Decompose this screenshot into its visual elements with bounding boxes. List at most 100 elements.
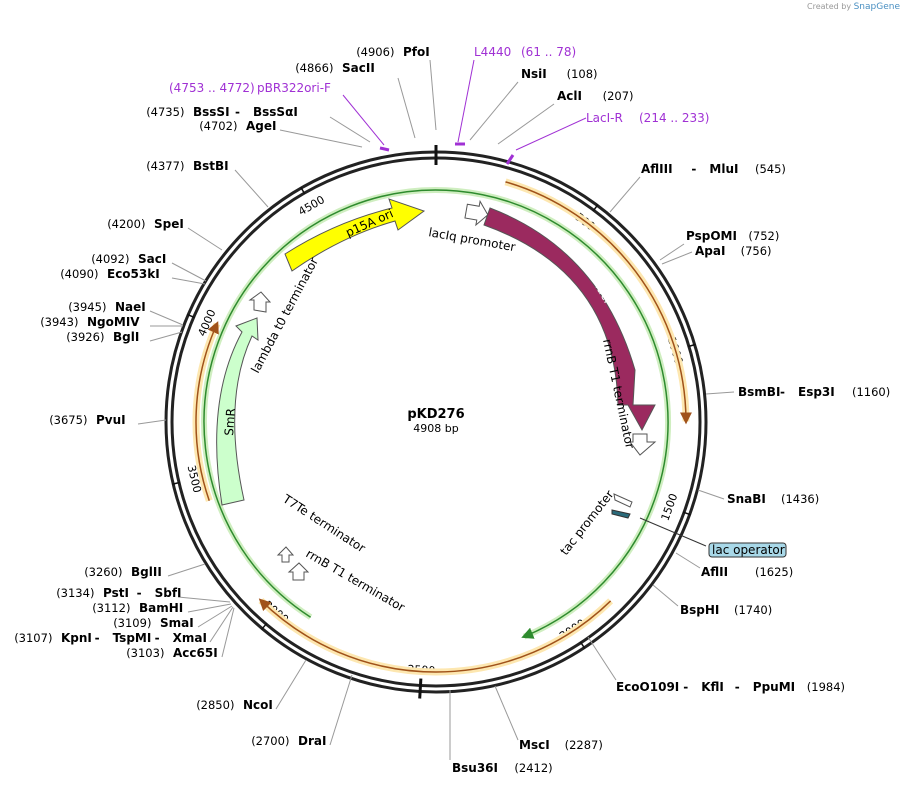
primer-sites: L4440(61 .. 78)LacI-R(214 .. 233) pBR322o… <box>169 45 709 165</box>
site-position: (1436) <box>781 492 819 506</box>
primer-leader <box>342 94 385 146</box>
enzyme-name: PstI <box>103 586 129 600</box>
site-separator: - <box>683 680 688 694</box>
smr-label: SmR <box>222 408 238 437</box>
primer-mark <box>379 146 390 152</box>
scale-tick-label: 1500 <box>659 492 681 523</box>
t7te-terminator-feature[interactable]: T7Te terminator <box>276 491 368 563</box>
restriction-site[interactable]: (3260)BglII <box>84 565 162 579</box>
primer-site[interactable]: pBR322ori-F(4753 .. 4772) <box>169 81 390 152</box>
restriction-site[interactable]: (3945)NaeI <box>68 300 146 314</box>
primer-site[interactable]: L4440(61 .. 78) <box>455 45 576 146</box>
laci-feature[interactable]: lacI <box>483 207 656 432</box>
restriction-site[interactable]: (1436)SnaBI <box>727 492 819 506</box>
restriction-site[interactable]: (2850)NcoI <box>196 698 273 712</box>
site-position: (3260) <box>84 565 122 579</box>
restriction-site[interactable]: (1740)BspHI <box>680 603 772 617</box>
enzyme-name: KpnI <box>61 631 92 645</box>
restriction-site[interactable]: (3107)KpnI - TspMI - XmaI <box>14 631 207 645</box>
restriction-site[interactable]: (752)PspOMI <box>686 229 779 243</box>
restriction-site[interactable]: (3675)PvuI <box>49 413 125 427</box>
site-position: (4702) <box>199 119 237 133</box>
site-position: (1160) <box>852 385 890 399</box>
scale-tick <box>300 186 306 195</box>
site-leader-line <box>221 607 235 658</box>
orf-arcs <box>192 178 692 676</box>
enzyme-name: PfoI <box>403 45 430 59</box>
orf-arrow-left <box>195 321 219 501</box>
lac-operator-feature[interactable]: lac operator <box>639 517 787 558</box>
site-leader-line <box>494 685 519 741</box>
site-separator: - <box>235 105 240 119</box>
primer-site[interactable]: LacI-R(214 .. 233) <box>505 111 709 165</box>
site-position: (4735) <box>146 105 184 119</box>
site-position: (3103) <box>126 646 164 660</box>
enzyme-name: BamHI <box>139 601 183 615</box>
restriction-site[interactable]: (4092)SacI <box>91 252 166 266</box>
restriction-site[interactable]: (4200)SpeI <box>107 217 184 231</box>
restriction-site[interactable]: (3134)PstI - SbfI <box>56 586 181 600</box>
primer-range: (214 .. 233) <box>639 111 709 125</box>
primer-range: (61 .. 78) <box>521 45 576 59</box>
restriction-site[interactable]: (756)ApaI <box>695 244 772 258</box>
restriction-site[interactable]: (2287)MscI <box>519 738 603 752</box>
restriction-site[interactable]: (4866)SacII <box>295 61 375 75</box>
site-leader-lines <box>137 59 735 760</box>
restriction-site[interactable]: (3112)BamHI <box>92 601 183 615</box>
enzyme-name: Acc65I <box>173 646 218 660</box>
site-separator: - <box>155 631 160 645</box>
restriction-site[interactable]: (108)NsiI <box>521 67 598 81</box>
restriction-site[interactable]: (4906)PfoI <box>356 45 430 59</box>
restriction-site[interactable]: (1160)BsmBI - Esp3I <box>738 385 890 399</box>
site-separator: - <box>95 631 100 645</box>
restriction-site[interactable]: (3926)BglI <box>66 330 139 344</box>
scale-tick <box>261 622 268 630</box>
site-leader-line <box>652 584 679 607</box>
restriction-site[interactable]: (2412)Bsu36I <box>452 761 553 775</box>
tac-promoter-feature[interactable]: tac promoter <box>557 488 633 558</box>
plasmid-title: pKD276 4908 bp <box>407 407 464 435</box>
site-leader-line <box>177 596 231 603</box>
site-separator: - <box>780 385 785 399</box>
enzyme-name: AclI <box>557 89 582 103</box>
primer-leader <box>515 117 587 151</box>
site-leader-line <box>697 489 725 500</box>
enzyme-name: SacI <box>138 252 166 266</box>
smr-feature[interactable]: SmR <box>216 317 259 506</box>
restriction-site[interactable]: (4377)BstBI <box>146 159 228 173</box>
scale-tick <box>418 678 423 699</box>
restriction-site[interactable]: (1625)AflII <box>701 565 793 579</box>
site-leader-line <box>209 606 234 643</box>
site-leader-line <box>609 176 641 213</box>
enzyme-name: AflII <box>701 565 728 579</box>
restriction-site[interactable]: (207)AclI <box>557 89 634 103</box>
restriction-site[interactable]: (3943)NgoMIV <box>40 315 140 329</box>
enzyme-name: PpuMI <box>753 680 795 694</box>
restriction-site[interactable]: (2700)DraI <box>251 734 326 748</box>
site-leader-line <box>187 603 232 613</box>
restriction-site[interactable]: (545)AflIII - MluI <box>641 162 786 176</box>
primer-leader <box>457 59 475 143</box>
enzyme-name: DraI <box>298 734 326 748</box>
restriction-site[interactable]: (1984)EcoO109I - KflI - PpuMI <box>616 680 845 694</box>
enzyme-name: BsmBI <box>738 385 780 399</box>
restriction-site[interactable]: (4702)AgeI <box>199 119 276 133</box>
enzyme-name: BspHI <box>680 603 719 617</box>
site-position: (3109) <box>113 616 151 630</box>
site-position: (3675) <box>49 413 87 427</box>
restriction-site[interactable]: (4090)Eco53kI <box>60 267 160 281</box>
site-position: (752) <box>748 229 779 243</box>
site-position: (4090) <box>60 267 98 281</box>
site-leader-line <box>197 605 233 628</box>
restriction-site[interactable]: (3109)SmaI <box>113 616 194 630</box>
site-leader-line <box>675 552 701 569</box>
restriction-site[interactable]: (3103) Acc65I <box>126 646 217 660</box>
enzyme-name: TspMI <box>113 631 152 645</box>
site-leader-line <box>171 262 207 282</box>
tac-promoter-label: tac promoter <box>557 488 616 558</box>
site-leader-line <box>397 77 416 139</box>
site-leader-line <box>497 103 555 145</box>
restriction-site[interactable]: (4735)BssSI - BssSαI <box>146 105 298 119</box>
rrnb-t1-terminator-bottom[interactable]: rrnB T1 terminator <box>287 546 407 614</box>
